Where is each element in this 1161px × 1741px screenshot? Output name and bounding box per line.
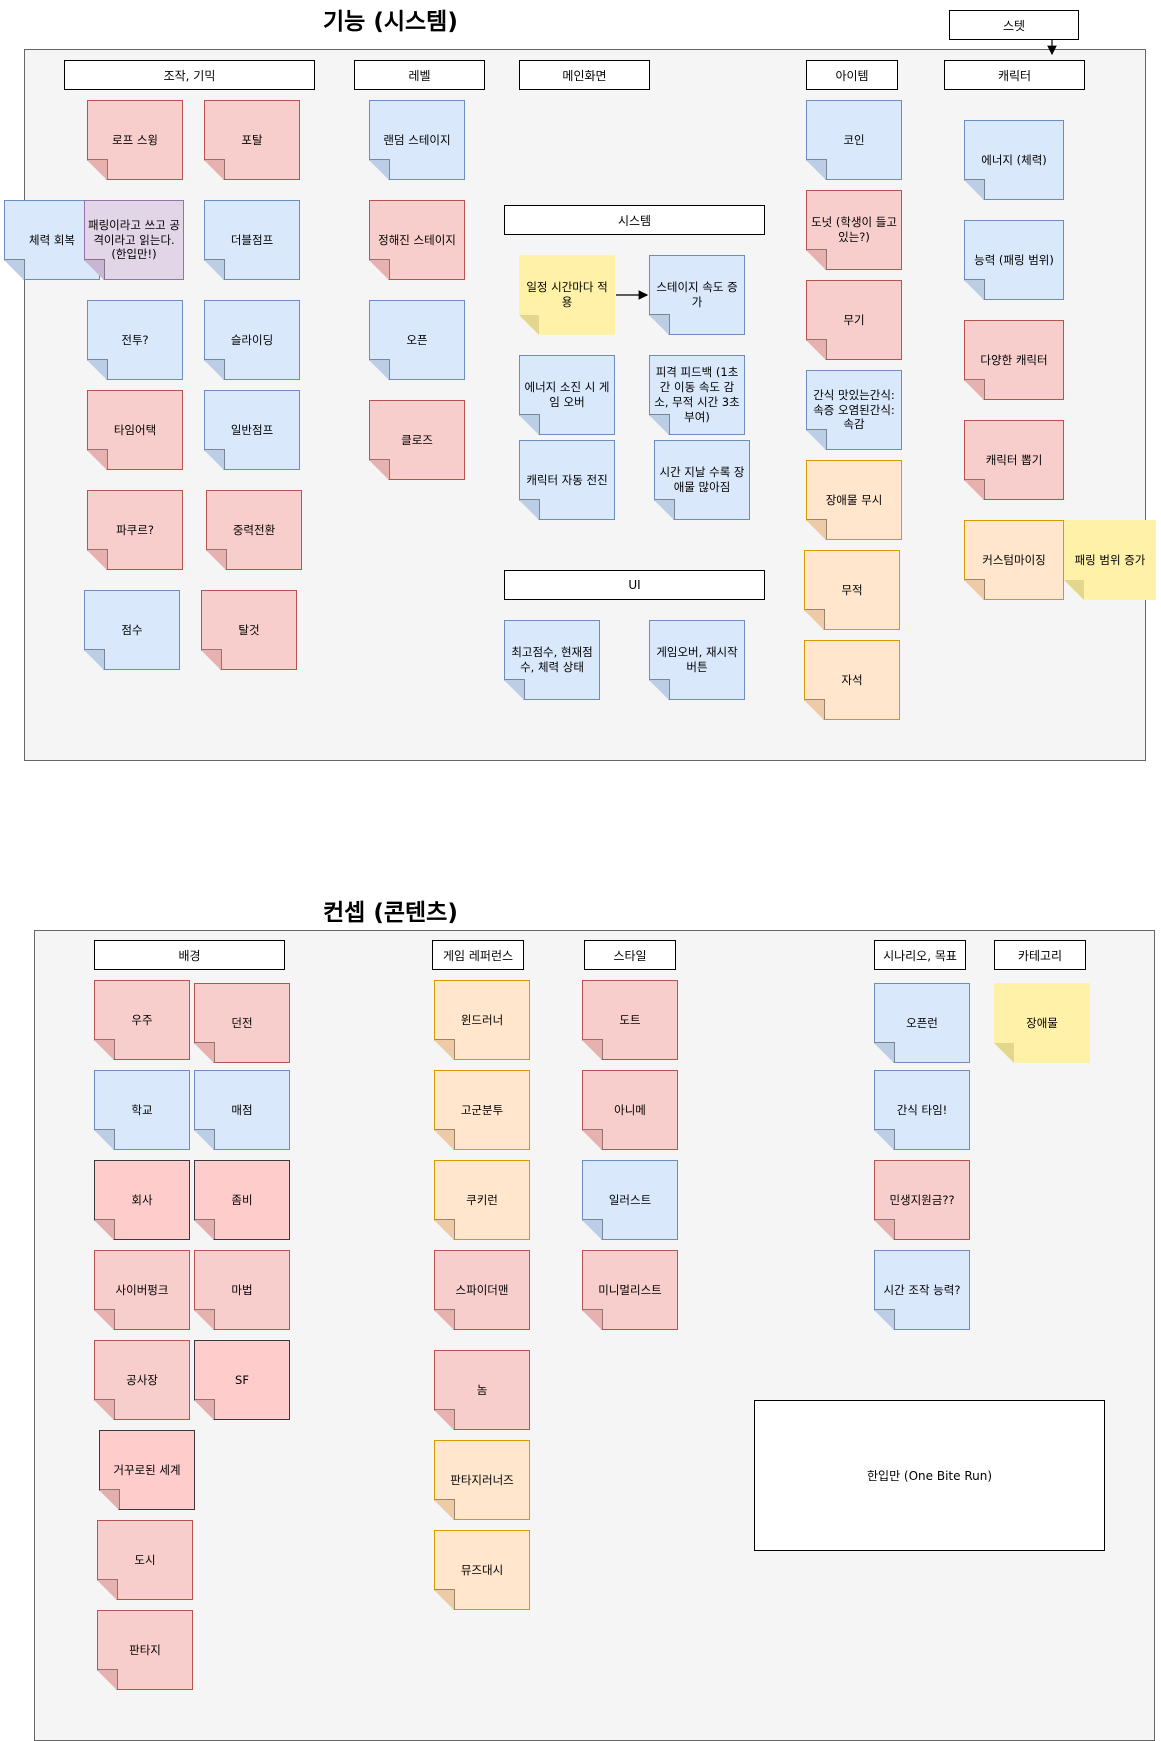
- note-portal[interactable]: 포탈: [204, 100, 300, 180]
- note-time-manipulation[interactable]: 시간 조작 능력?: [874, 1250, 970, 1330]
- note-city[interactable]: 도시: [97, 1520, 193, 1600]
- header-item[interactable]: 아이템: [806, 60, 898, 90]
- note-gnome[interactable]: 놈: [434, 1350, 530, 1430]
- note-periodic-apply[interactable]: 일정 시간마다 적용: [519, 255, 615, 335]
- note-windrunner[interactable]: 윈드러너: [434, 980, 530, 1060]
- note-donut[interactable]: 도넛 (학생이 들고 있는?): [806, 190, 902, 270]
- note-more-obstacles[interactable]: 시간 지날 수록 장애물 많아짐: [654, 440, 750, 520]
- note-snack-time[interactable]: 간식 타임!: [874, 1070, 970, 1150]
- header-ui[interactable]: UI: [504, 570, 765, 600]
- note-normal-jump[interactable]: 일반점프: [204, 390, 300, 470]
- header-level[interactable]: 레벨: [354, 60, 485, 90]
- note-random-stage[interactable]: 랜덤 스테이지: [369, 100, 465, 180]
- header-background[interactable]: 배경: [94, 940, 285, 970]
- note-sf[interactable]: SF: [194, 1340, 290, 1420]
- note-store[interactable]: 매점: [194, 1070, 290, 1150]
- note-snack[interactable]: 간식 맛있는간식: 속증 오염된간식: 속감: [806, 370, 902, 450]
- note-sliding[interactable]: 슬라이딩: [204, 300, 300, 380]
- note-combat[interactable]: 전투?: [87, 300, 183, 380]
- header-scenario[interactable]: 시나리오, 목표: [874, 940, 966, 970]
- note-stage-speed-up[interactable]: 스테이지 속도 증가: [649, 255, 745, 335]
- note-fantasy-runners[interactable]: 판타지러너즈: [434, 1440, 530, 1520]
- note-energy-game-over[interactable]: 에너지 소진 시 게임 오버: [519, 355, 615, 435]
- note-double-jump[interactable]: 더블점프: [204, 200, 300, 280]
- note-cookierun[interactable]: 쿠키런: [434, 1160, 530, 1240]
- note-company[interactable]: 회사: [94, 1160, 190, 1240]
- note-fantasy[interactable]: 판타지: [97, 1610, 193, 1690]
- note-coin[interactable]: 코인: [806, 100, 902, 180]
- note-parkour[interactable]: 파쿠르?: [87, 490, 183, 570]
- note-gogunbuntu[interactable]: 고군분투: [434, 1070, 530, 1150]
- note-energy[interactable]: 에너지 (체력): [964, 120, 1064, 200]
- note-anime[interactable]: 아니메: [582, 1070, 678, 1150]
- note-spiderman[interactable]: 스파이더맨: [434, 1250, 530, 1330]
- note-magic[interactable]: 마법: [194, 1250, 290, 1330]
- note-rope-swing[interactable]: 로프 스윙: [87, 100, 183, 180]
- note-pixel[interactable]: 도트: [582, 980, 678, 1060]
- note-hit-feedback[interactable]: 피격 피드백 (1초 간 이동 속도 감소, 무적 시간 3초 부여): [649, 355, 745, 435]
- note-upside-down-world[interactable]: 거꾸로된 세계: [99, 1430, 195, 1510]
- note-dungeon[interactable]: 던전: [194, 983, 290, 1063]
- note-close[interactable]: 클로즈: [369, 400, 465, 480]
- note-space[interactable]: 우주: [94, 980, 190, 1060]
- note-parry[interactable]: 패링이라고 쓰고 공격이라고 읽는다. (한입만!): [84, 200, 184, 280]
- note-gameover-ui[interactable]: 게임오버, 재시작 버튼: [649, 620, 745, 700]
- note-muse-dash[interactable]: 뮤즈대시: [434, 1530, 530, 1610]
- section-title-concept: 컨셉 (콘텐츠): [323, 900, 458, 926]
- note-ability[interactable]: 능력 (패링 범위): [964, 220, 1064, 300]
- note-school[interactable]: 학교: [94, 1070, 190, 1150]
- note-weapon[interactable]: 무기: [806, 280, 902, 360]
- note-minimalist[interactable]: 미니멀리스트: [582, 1250, 678, 1330]
- header-category[interactable]: 카테고리: [994, 940, 1086, 970]
- note-various-characters[interactable]: 다양한 캐릭터: [964, 320, 1064, 400]
- note-vehicle[interactable]: 탈것: [201, 590, 297, 670]
- note-illustration[interactable]: 일러스트: [582, 1160, 678, 1240]
- note-obstacle[interactable]: 장애물: [994, 983, 1090, 1063]
- note-time-attack[interactable]: 타임어택: [87, 390, 183, 470]
- note-auto-run[interactable]: 캐릭터 자동 전진: [519, 440, 615, 520]
- section-title-system: 기능 (시스템): [323, 9, 458, 35]
- note-character-gacha[interactable]: 캐릭터 뽑기: [964, 420, 1064, 500]
- note-construction[interactable]: 공사장: [94, 1340, 190, 1420]
- note-parry-range-up[interactable]: 패링 범위 증가: [1064, 520, 1156, 600]
- note-fixed-stage[interactable]: 정해진 스테이지: [369, 200, 465, 280]
- header-character[interactable]: 캐릭터: [944, 60, 1085, 90]
- note-ignore-obstacle[interactable]: 장애물 무시: [806, 460, 902, 540]
- note-magnet[interactable]: 자석: [804, 640, 900, 720]
- header-controls[interactable]: 조작, 기믹: [64, 60, 315, 90]
- note-open-run[interactable]: 오픈런: [874, 983, 970, 1063]
- note-score-ui[interactable]: 최고점수, 현재점수, 체력 상태: [504, 620, 600, 700]
- note-zombie[interactable]: 좀비: [194, 1160, 290, 1240]
- note-invincible[interactable]: 무적: [804, 550, 900, 630]
- header-style[interactable]: 스타일: [584, 940, 676, 970]
- note-score[interactable]: 점수: [84, 590, 180, 670]
- header-game-reference[interactable]: 게임 레퍼런스: [432, 940, 524, 970]
- header-system[interactable]: 시스템: [504, 205, 765, 235]
- note-open[interactable]: 오픈: [369, 300, 465, 380]
- note-relief-fund[interactable]: 민생지원금??: [874, 1160, 970, 1240]
- note-cyberpunk[interactable]: 사이버펑크: [94, 1250, 190, 1330]
- header-stat[interactable]: 스텟: [949, 10, 1079, 40]
- game-title-box[interactable]: 한입만 (One Bite Run): [754, 1400, 1105, 1551]
- concept-panel: [34, 930, 1155, 1741]
- note-gravity-switch[interactable]: 중력전환: [206, 490, 302, 570]
- note-customizing[interactable]: 커스텀마이징: [964, 520, 1064, 600]
- header-main-screen[interactable]: 메인화면: [519, 60, 650, 90]
